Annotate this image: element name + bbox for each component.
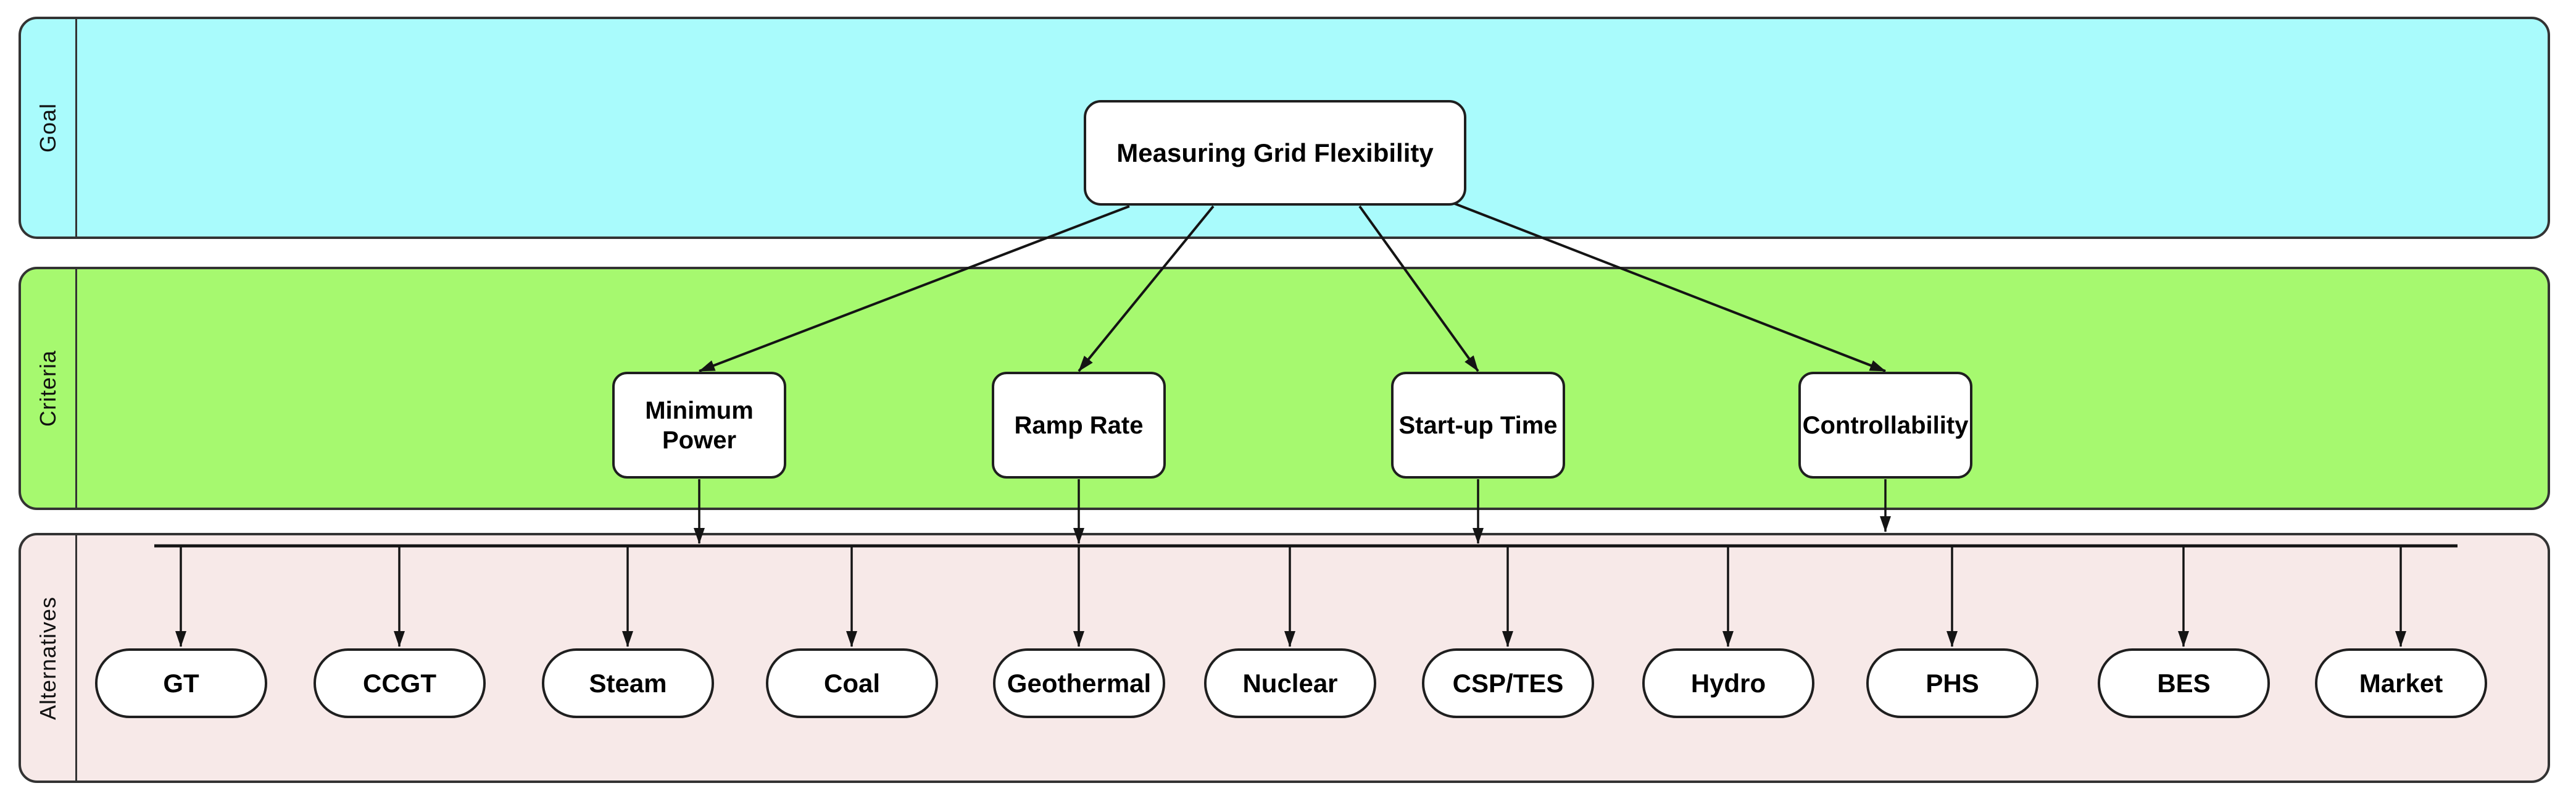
alternative-node-gt: GT <box>95 648 267 718</box>
band-alternatives-label-strip: Alternatives <box>21 535 77 781</box>
alternative-node-market: Market <box>2315 648 2487 718</box>
edge-goal-to-minimum-power <box>699 205 1130 372</box>
criterion-node-controllability: Controllability <box>1798 372 1972 479</box>
alternative-node-coal: Coal <box>766 648 938 718</box>
criterion-node-start-up-time: Start-up Time <box>1391 372 1565 479</box>
edge-goal-to-controllability <box>1453 202 1886 372</box>
alternative-node-steam: Steam <box>542 648 714 718</box>
band-criteria-label-strip: Criteria <box>21 269 77 508</box>
alternative-node-bes: BES <box>2098 648 2270 718</box>
alternative-node-csp-tes: CSP/TES <box>1422 648 1594 718</box>
band-goal-label-strip: Goal <box>21 19 77 236</box>
alternative-node-ccgt: CCGT <box>314 648 486 718</box>
alternative-node-hydro: Hydro <box>1642 648 1814 718</box>
criterion-node-minimum-power: Minimum Power <box>612 372 786 479</box>
edge-goal-to-ramp-rate <box>1078 205 1215 372</box>
criterion-node-ramp-rate: Ramp Rate <box>992 372 1166 479</box>
alternative-node-phs: PHS <box>1866 648 2038 718</box>
band-criteria: Criteria <box>19 267 2550 510</box>
alternative-node-nuclear: Nuclear <box>1204 648 1376 718</box>
goal-node: Measuring Grid Flexibility <box>1084 100 1466 206</box>
edge-goal-to-start-up-time <box>1358 205 1479 372</box>
alternative-node-geothermal: Geothermal <box>993 648 1165 718</box>
